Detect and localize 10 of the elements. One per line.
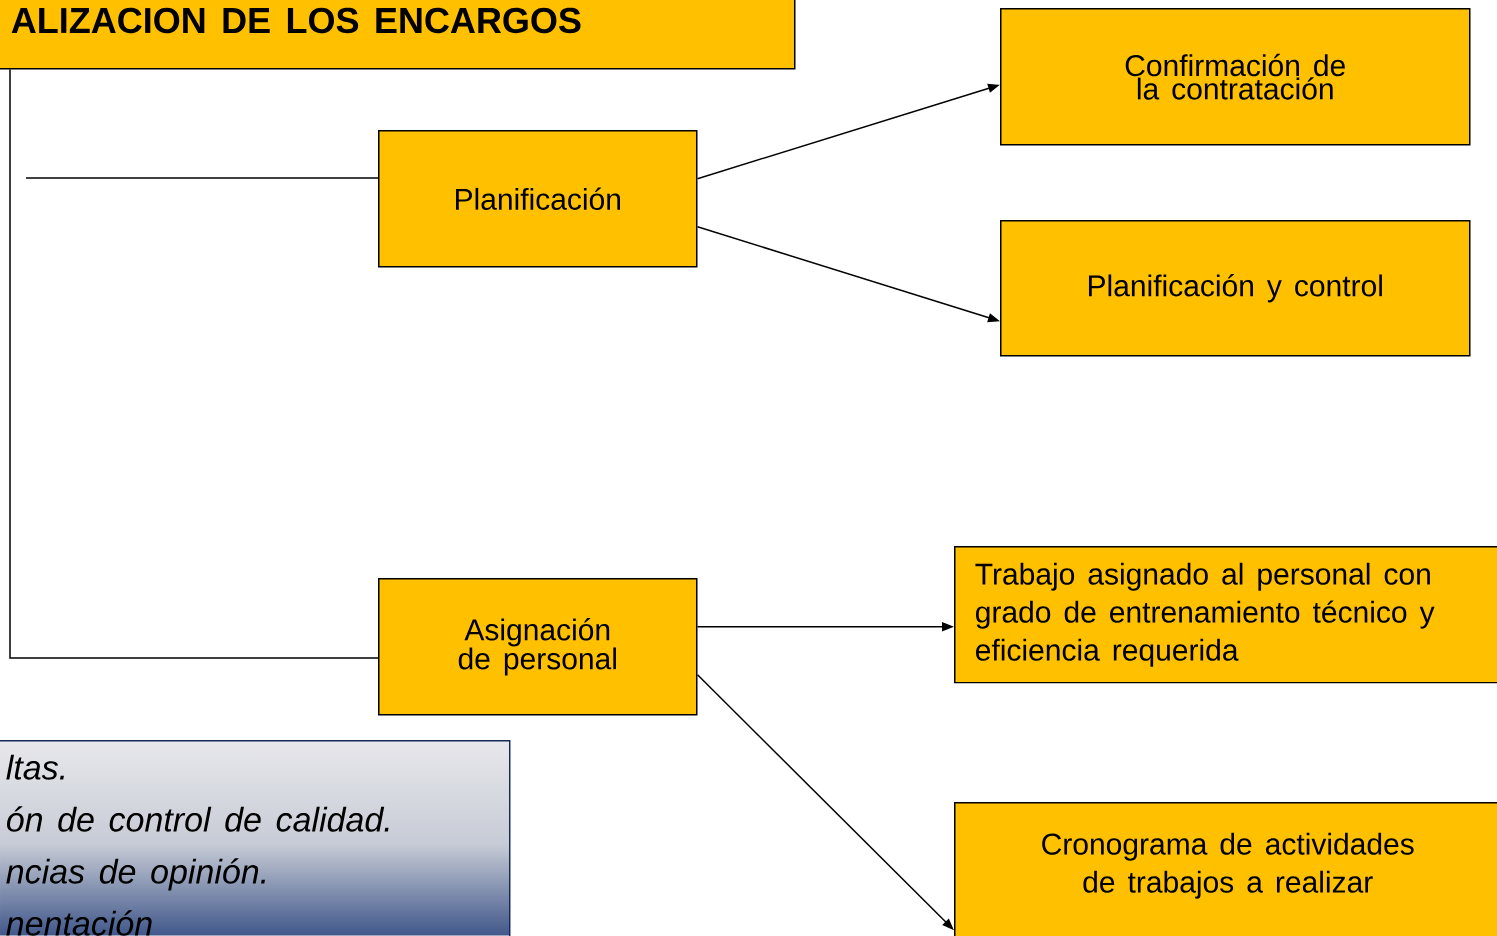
connector-line — [9, 68, 379, 659]
process-box: Confirmación de la contratación — [1000, 8, 1471, 146]
process-box: Asignación de personal — [378, 578, 698, 716]
title-box: ALIZACION DE LOS ENCARGOS — [0, 0, 796, 70]
note-box: ltas. ón de control de calidad. ncias de opinión. nentación — [0, 740, 511, 936]
process-box: Planificación — [378, 130, 698, 268]
process-box: Trabajo asignado al personal con grado de entrenamiento técnico y eficiencia requerida — [954, 546, 1497, 684]
connector-line — [25, 177, 379, 179]
process-box: Planificación y control — [1000, 220, 1471, 357]
process-box: Cronograma de actividades de trabajos a realizar — [954, 802, 1497, 936]
